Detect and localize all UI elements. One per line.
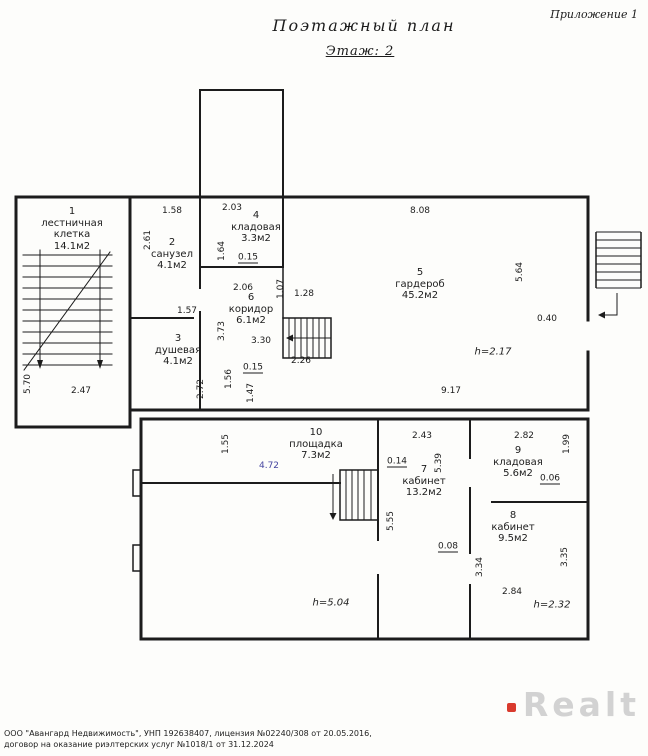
watermark-text: Realt — [522, 685, 640, 724]
footer-legal: ООО "Авангард Недвижимость", УНП 1926384… — [4, 728, 372, 750]
dim-5-55: 5.55 — [386, 510, 396, 532]
dim-0-40: 0.40 — [536, 314, 558, 324]
room-label-2: 2 санузел 4.1м2 — [140, 237, 204, 272]
dim-1-58: 1.58 — [161, 206, 183, 216]
room-number: 4 — [252, 210, 260, 221]
height-label-lower-left: h=5.04 — [312, 597, 350, 609]
dim-4-72: 4.72 — [258, 461, 280, 471]
dim-3-34: 3.34 — [475, 556, 485, 578]
dim-1-55: 1.55 — [221, 433, 231, 455]
page-title: Поэтажный план — [272, 16, 456, 35]
room-name: кабинет — [402, 475, 446, 487]
lower-stair-arrowhead — [329, 513, 337, 520]
upper-internal-stair — [282, 317, 332, 359]
room-number: 7 — [420, 464, 428, 475]
room-name: площадка — [289, 438, 343, 450]
dim-3-30: 3.30 — [250, 336, 272, 346]
room-number: 1 — [68, 206, 76, 217]
room-label-7: 7 кабинет 13.2м2 — [388, 464, 460, 499]
room-area: 7.3м2 — [301, 450, 331, 461]
dim-1-57: 1.57 — [176, 306, 198, 316]
room-area: 6.1м2 — [236, 315, 266, 326]
dim-2-82: 2.82 — [513, 431, 535, 441]
dim-1-07: 1.07 — [276, 278, 286, 300]
room-area: 5.6м2 — [503, 468, 533, 479]
dim-3-35: 3.35 — [560, 546, 570, 568]
dim-0-08: 0.08 — [437, 541, 459, 553]
dim-2-61: 2.61 — [143, 229, 153, 251]
dim-1-99: 1.99 — [562, 433, 572, 455]
dim-0-14: 0.14 — [386, 456, 408, 468]
room-label-1: 1 лестничная клетка 14.1м2 — [22, 206, 122, 252]
upper-stair-arrowhead — [286, 334, 293, 342]
room-number: 9 — [514, 445, 522, 456]
dim-2-84: 2.84 — [501, 587, 523, 597]
room-name: кладовая — [231, 221, 281, 233]
room-area: 9.5м2 — [498, 533, 528, 544]
dim-0-06: 0.06 — [539, 473, 561, 485]
dim-2-03: 2.03 — [221, 203, 243, 213]
room-number: 2 — [168, 237, 176, 248]
dim-5-70: 5.70 — [23, 373, 33, 395]
stair-direction-arrows — [37, 360, 103, 369]
floor-label: Этаж: 2 — [325, 44, 395, 59]
room-area: 4.1м2 — [157, 260, 187, 271]
room-name: лестничная клетка — [41, 217, 103, 241]
room-label-4: 4 кладовая 3.3м2 — [225, 210, 287, 245]
dim-2-47: 2.47 — [70, 386, 92, 396]
height-label-kabinet8: h=2.32 — [533, 599, 571, 611]
room-label-10: 10 площадка 7.3м2 — [276, 427, 356, 462]
room-number: 8 — [509, 510, 517, 521]
external-stair-arrowhead — [598, 311, 605, 319]
room-label-5: 5 гардероб 45.2м2 — [378, 267, 462, 302]
dim-2-72: 2.72 — [196, 378, 206, 400]
room-area: 4.1м2 — [163, 356, 193, 367]
upper-block-walls — [128, 89, 590, 412]
room-number: 6 — [247, 292, 255, 303]
room-area: 13.2м2 — [405, 487, 443, 498]
dim-1-56: 1.56 — [224, 368, 234, 390]
room-label-6: 6 коридор 6.1м2 — [220, 292, 282, 327]
dim-8-08: 8.08 — [409, 206, 431, 216]
dim-3-73: 3.73 — [217, 320, 227, 342]
dim-5-39: 5.39 — [434, 452, 444, 474]
dim-1-47: 1.47 — [246, 382, 256, 404]
dim-0-15-b: 0.15 — [242, 362, 264, 374]
room-number: 5 — [416, 267, 424, 278]
dim-5-64: 5.64 — [515, 261, 525, 283]
room-number: 3 — [174, 333, 182, 344]
room-name: душевая — [154, 344, 202, 356]
dim-9-17: 9.17 — [440, 386, 462, 396]
dim-2-06: 2.06 — [232, 283, 254, 293]
room-number: 10 — [309, 427, 323, 438]
room-area: 3.3м2 — [241, 233, 271, 244]
room-name: коридор — [228, 303, 274, 315]
lower-internal-stair — [332, 469, 379, 521]
external-stair — [595, 231, 642, 316]
room-label-8: 8 кабинет 9.5м2 — [477, 510, 549, 545]
dim-2-26: 2.26 — [290, 356, 312, 366]
room-name: кабинет — [491, 521, 535, 533]
room-label-3: 3 душевая 4.1м2 — [146, 333, 210, 368]
room-name: гардероб — [395, 278, 445, 290]
room-area: 14.1м2 — [53, 240, 91, 252]
room-name: кладовая — [493, 456, 543, 468]
room-label-9: 9 кладовая 5.6м2 — [481, 445, 555, 480]
room-name: санузел — [151, 248, 193, 260]
footer-line-2: договор на оказание риэлтерских услуг №1… — [4, 740, 274, 749]
realt-watermark: Realt — [506, 685, 640, 724]
dim-1-28: 1.28 — [293, 289, 315, 299]
appendix-label: Приложение 1 — [550, 8, 638, 21]
room-area: 45.2м2 — [401, 290, 439, 301]
watermark-red-dot-icon — [506, 703, 516, 712]
dim-1-64: 1.64 — [217, 240, 227, 262]
height-label-garderob: h=2.17 — [474, 346, 512, 358]
dim-2-43: 2.43 — [411, 431, 433, 441]
footer-line-1: ООО "Авангард Недвижимость", УНП 1926384… — [4, 729, 372, 738]
dim-0-15-a: 0.15 — [237, 252, 259, 264]
